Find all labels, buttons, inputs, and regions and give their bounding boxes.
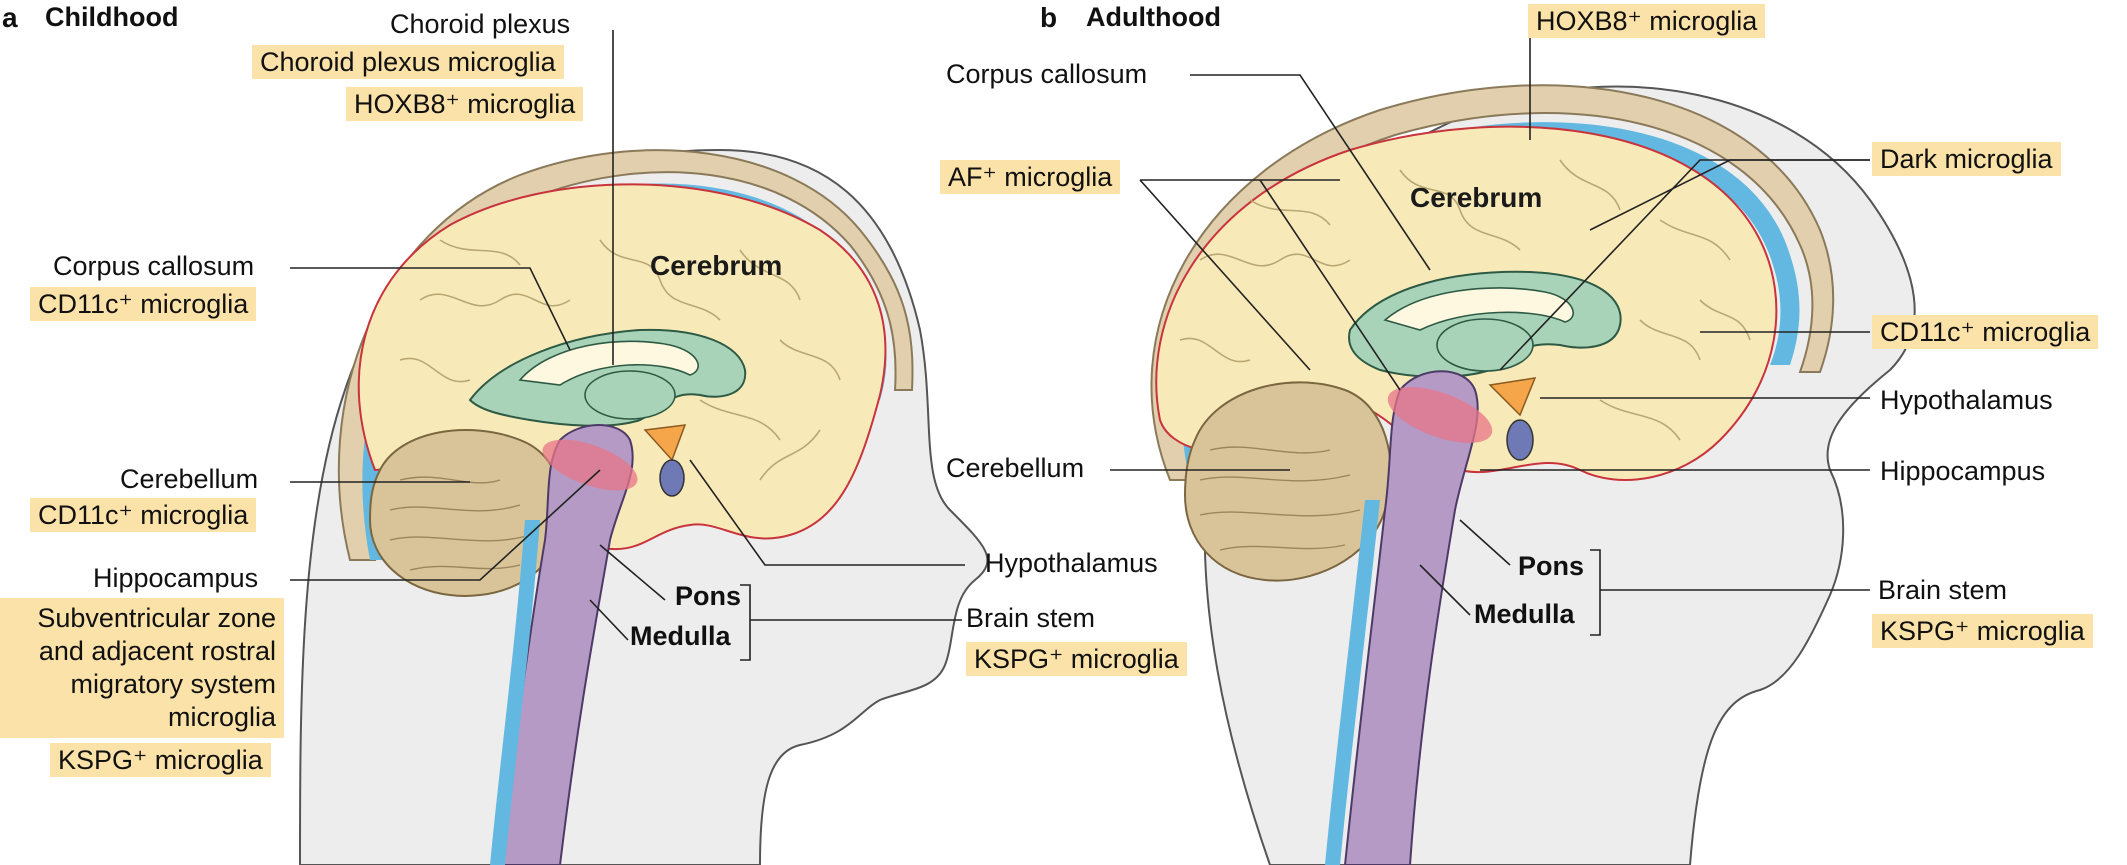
tag-af-microglia: AF⁺ microglia xyxy=(940,160,1121,194)
tag-kspg-hippocampus: KSPG⁺ microglia xyxy=(50,743,271,777)
label-corpus-callosum-a: Corpus callosum xyxy=(53,251,255,281)
thalamus-a xyxy=(584,370,676,420)
cerebellum-a xyxy=(368,429,563,597)
tag-cd11c-cerebellum: CD11c⁺ microglia xyxy=(30,498,257,532)
label-hippocampus-b: Hippocampus xyxy=(1880,456,2046,486)
label-pons-a: Pons xyxy=(675,581,742,611)
hippocampus-b xyxy=(1387,387,1493,443)
panel-b-title: Adulthood xyxy=(1086,2,1221,32)
label-cerebellum-b: Cerebellum xyxy=(946,453,1085,483)
label-hypothalamus-b: Hypothalamus xyxy=(1880,385,2053,415)
label-corpus-callosum-b: Corpus callosum xyxy=(946,59,1148,89)
tag-choroid-plexus-microglia: Choroid plexus microglia xyxy=(252,45,564,79)
label-hippocampus-a: Hippocampus xyxy=(93,563,259,593)
label-medulla-b: Medulla xyxy=(1474,599,1575,629)
hippocampus-a xyxy=(542,439,638,491)
hypothalamus-a xyxy=(643,424,687,462)
tag-hoxb8-microglia-b: HOXB8⁺ microglia xyxy=(1528,4,1766,38)
panel-a-letter: a xyxy=(2,2,18,33)
thalamus-b xyxy=(1436,318,1534,372)
hypothalamus-b xyxy=(1488,377,1537,417)
panel-b-letter: b xyxy=(1040,2,1058,33)
tag-hoxb8-microglia-a: HOXB8⁺ microglia xyxy=(346,87,584,121)
cerebrum-gyri-a xyxy=(399,239,841,481)
tag-kspg-microglia-b: KSPG⁺ microglia xyxy=(1872,614,2093,648)
pituitary-b xyxy=(1506,419,1534,461)
tag-dark-microglia: Dark microglia xyxy=(1872,142,2061,176)
label-cerebrum-a: Cerebrum xyxy=(650,250,783,281)
tag-kspg-brain-stem-a: KSPG⁺ microglia xyxy=(966,642,1187,676)
label-brain-stem-b: Brain stem xyxy=(1878,575,2008,605)
panel-b-leader-lines xyxy=(1110,15,1870,636)
label-cerebellum-a: Cerebellum xyxy=(120,464,259,494)
cerebellum-folia-b xyxy=(1199,446,1361,551)
panel-a-leader-lines xyxy=(290,30,965,661)
tag-cd11c-corpus-callosum: CD11c⁺ microglia xyxy=(30,287,257,321)
cerebellum-folia-a xyxy=(389,476,531,571)
panel-a-illustration xyxy=(299,148,989,865)
label-medulla-a: Medulla xyxy=(630,621,731,651)
tag-svz-microglia: Subventricular zone and adjacent rostral… xyxy=(0,598,284,738)
brain-stem-a xyxy=(498,424,634,865)
label-brain-stem-a: Brain stem xyxy=(966,603,1096,633)
corpus-callosum-arc-b xyxy=(1383,287,1574,331)
label-choroid-plexus-a: Choroid plexus xyxy=(390,9,571,39)
tag-cd11c-microglia-b: CD11c⁺ microglia xyxy=(1872,315,2099,349)
label-cerebrum-b: Cerebrum xyxy=(1410,182,1543,213)
spinal-canal-a xyxy=(490,520,540,865)
brain-stem-b xyxy=(1343,370,1479,865)
spinal-canal-b xyxy=(1325,500,1380,865)
pituitary-a xyxy=(659,459,685,497)
label-pons-b: Pons xyxy=(1518,551,1585,581)
label-hypothalamus-a: Hypothalamus xyxy=(985,548,1158,578)
panel-a-title: Childhood xyxy=(45,2,179,32)
corpus-callosum-arc-a xyxy=(518,340,699,386)
